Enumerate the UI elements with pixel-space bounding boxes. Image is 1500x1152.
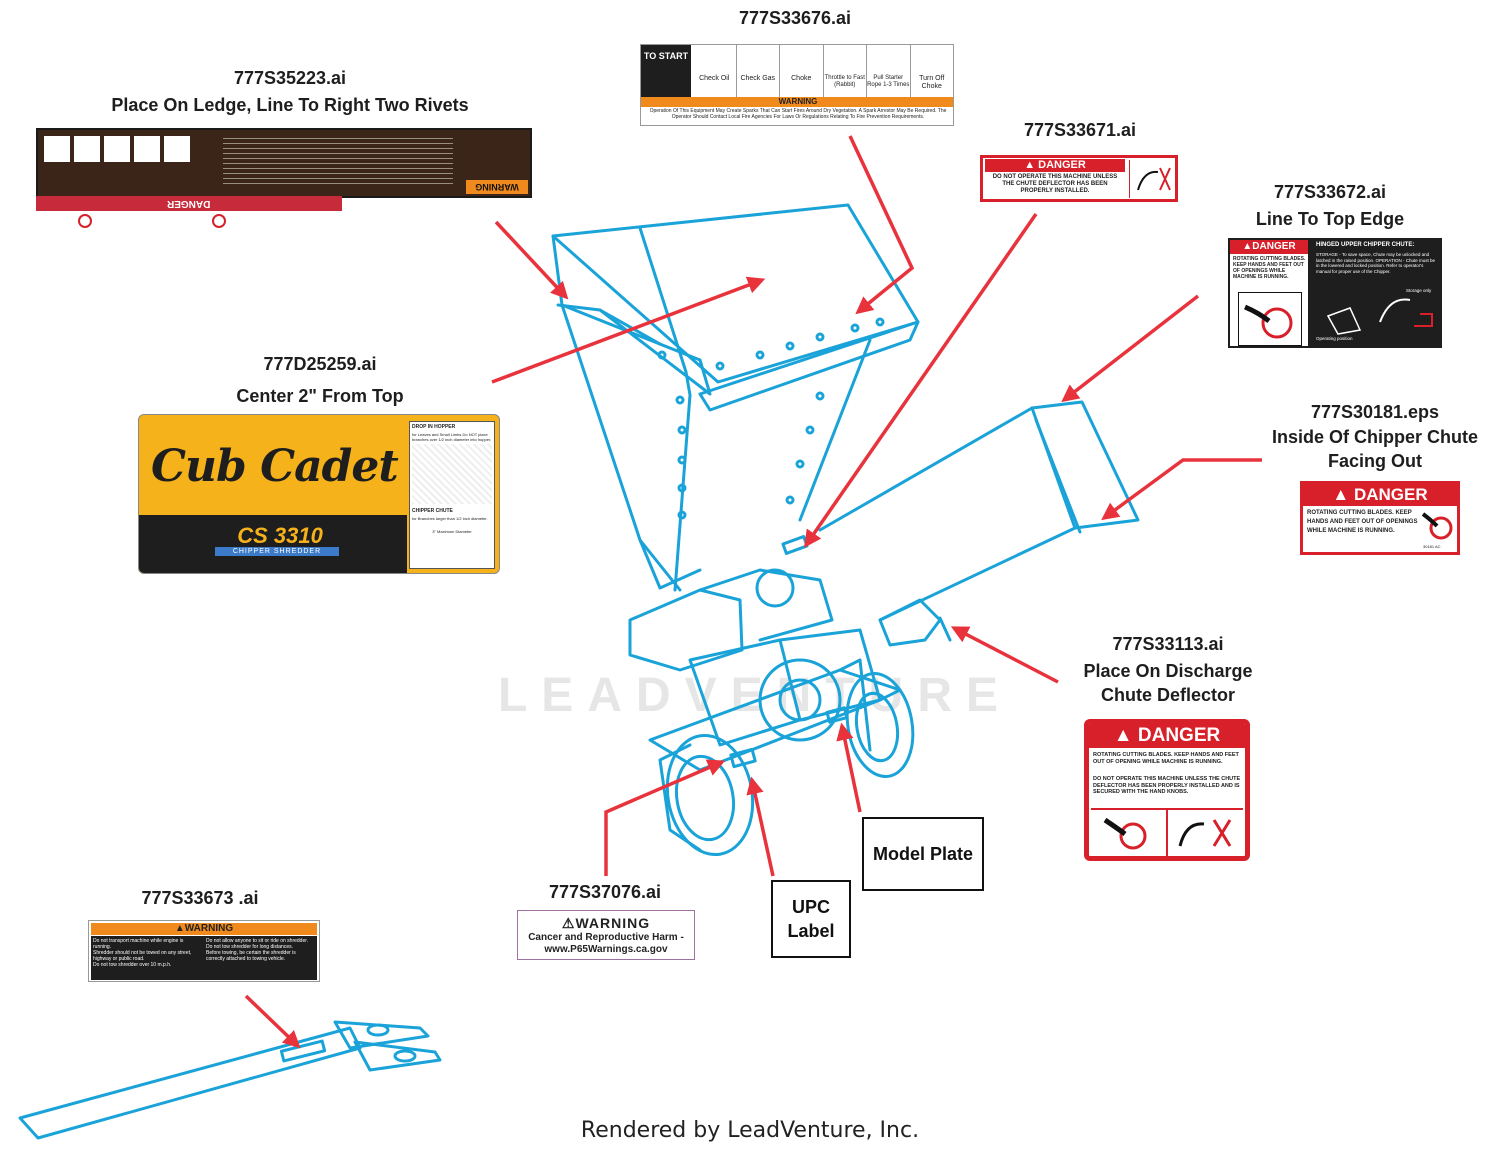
step-3: Choke: [780, 45, 824, 97]
decal-30181-pictogram: [1421, 508, 1455, 542]
step-2: Check Gas: [737, 45, 780, 97]
decal-33673-body: Do not transport machine while engine is…: [91, 936, 317, 980]
decal-33672-left: ▲DANGER ROTATING CUTTING BLADES. KEEP HA…: [1228, 238, 1310, 348]
decal-33113-text1: ROTATING CUTTING BLADES. KEEP HANDS AND …: [1093, 752, 1239, 765]
decal-30181-code: 30181 AC: [1423, 544, 1441, 549]
decal-33672-operating: Operating position: [1316, 336, 1353, 341]
arrow-33671: [804, 213, 1038, 548]
part-number-33113: 777S33113.ai: [1112, 634, 1224, 654]
arrow-model: [836, 722, 862, 813]
part-number-33672: 777S33672.ai: [1273, 182, 1387, 202]
placement-note-30181: Inside Of Chipper Chute Facing Out: [1271, 427, 1478, 471]
decal-33676-steps: Check Oil Check Gas Choke Throttle to Fa…: [693, 45, 953, 97]
callout-arrows: [244, 135, 1262, 1049]
placement-note-35223: Place On Ledge, Line To Right Two Rivets: [111, 95, 469, 115]
decal-33671-title: ▲ DANGER: [985, 159, 1125, 172]
decal-30181: ▲ DANGER ROTATING CUTTING BLADES. KEEP H…: [1300, 481, 1460, 555]
arrow-37076: [604, 759, 726, 876]
placement-note-33113: Place On Discharge Chute Deflector: [1083, 661, 1253, 705]
decal-33673-title: ▲WARNING: [91, 923, 317, 935]
decal-33672-title: ▲DANGER: [1230, 240, 1308, 254]
arrow-upc: [746, 776, 775, 877]
decal-37076-line2: www.P65Warnings.ca.gov: [544, 944, 668, 955]
part-number-35223: 777S35223.ai: [233, 68, 347, 88]
arrow-30181: [1101, 458, 1262, 521]
decal-35223-warning-heading: WARNING: [466, 180, 528, 194]
decal-33676-to-start: TO START: [641, 45, 691, 97]
step-4: Throttle to Fast (Rabbit): [824, 45, 867, 97]
part-number-30181: 777S30181.eps: [1310, 402, 1440, 422]
part-number-25259: 777D25259.ai: [263, 354, 377, 374]
decal-33672-right-text: STORAGE - To save space, Chute may be un…: [1316, 252, 1435, 274]
placement-note-33672: Line To Top Edge: [1255, 209, 1405, 229]
decal-30181-title: ▲ DANGER: [1303, 484, 1457, 506]
arrow-33113: [950, 626, 1059, 684]
decal-33673: ▲WARNING Do not transport machine while …: [88, 920, 320, 982]
footer-credit: Rendered by LeadVenture, Inc.: [580, 1118, 920, 1143]
decal-35223: WARNING: [36, 128, 532, 198]
part-number-33676: 777S33676.ai: [738, 8, 852, 28]
step-1: Check Oil: [693, 45, 737, 97]
decal-25259: Cub Cadet CS 3310 CHIPPER SHREDDER DROP …: [138, 414, 500, 574]
decal-33676-warning-text: Operation Of This Equipment May Create S…: [649, 108, 947, 120]
decal-25259-black-band: [139, 515, 407, 573]
step-5: Pull Starter Rope 1-3 Times: [867, 45, 911, 97]
decal-37076-line1: Cancer and Reproductive Harm -: [528, 932, 684, 943]
decal-35223-icons: [44, 136, 214, 164]
part-number-37076: 777S37076.ai: [548, 882, 662, 902]
decal-30181-text: ROTATING CUTTING BLADES. KEEP HANDS AND …: [1307, 510, 1418, 534]
step-6: Turn Off Choke: [919, 75, 945, 90]
part-number-33673: 777S33673 .ai: [141, 888, 259, 908]
decal-25259-instructions: DROP IN HOPPER for Leaves and Small Limb…: [409, 421, 495, 569]
decal-37076: ⚠WARNING Cancer and Reproductive Harm - …: [517, 910, 695, 960]
rivet-marker-right: [212, 214, 226, 228]
part-number-33671: 777S33671.ai: [1023, 120, 1137, 140]
decal-33676-warning: WARNING: [641, 97, 953, 107]
arrow-33673: [244, 994, 301, 1049]
placement-note-25259: Center 2" From Top: [236, 386, 404, 406]
decal-25259-model: CS 3310: [237, 523, 323, 548]
arrow-25259: [491, 276, 766, 384]
decal-33672-text: ROTATING CUTTING BLADES. KEEP HANDS AND …: [1233, 256, 1306, 280]
decal-25259-sub: CHIPPER SHREDDER: [215, 547, 339, 556]
machine-outline: [18, 203, 1140, 1140]
decal-33671-text: DO NOT OPERATE THIS MACHINE UNLESS THE C…: [992, 174, 1118, 194]
decal-33113-title: ▲ DANGER: [1089, 724, 1245, 748]
decal-33671-pictogram: [1129, 160, 1174, 198]
decal-33113-text2: DO NOT OPERATE THIS MACHINE UNLESS THE C…: [1093, 776, 1241, 795]
decal-33672-right-title: HINGED UPPER CHIPPER CHUTE:: [1316, 242, 1415, 248]
watermark: LEADVENTURE: [497, 669, 1013, 722]
decal-33113: ▲ DANGER ROTATING CUTTING BLADES. KEEP H…: [1084, 719, 1250, 861]
decal-25259-brand: Cub Cadet: [151, 441, 399, 492]
decal-33113-pictograms: [1091, 808, 1243, 856]
decal-33676: TO START Check Oil Check Gas Choke Throt…: [640, 44, 954, 126]
arrow-33672: [1061, 294, 1200, 403]
rivet-marker-left: [78, 214, 92, 228]
decal-35223-danger-strip: DANGER: [36, 196, 342, 211]
decal-37076-title: ⚠WARNING: [561, 915, 651, 931]
model-plate-box: Model Plate: [862, 817, 984, 891]
decal-33672-right: HINGED UPPER CHIPPER CHUTE: STORAGE - To…: [1310, 238, 1442, 348]
arrow-33676: [848, 135, 915, 315]
decal-33671: ▲ DANGER DO NOT OPERATE THIS MACHINE UNL…: [980, 155, 1178, 202]
decal-33672-pictogram: [1238, 292, 1302, 346]
arrow-35223: [494, 220, 569, 300]
upc-label-box: UPC Label: [771, 880, 851, 958]
decal-33672-storage: Storage only: [1406, 288, 1432, 293]
